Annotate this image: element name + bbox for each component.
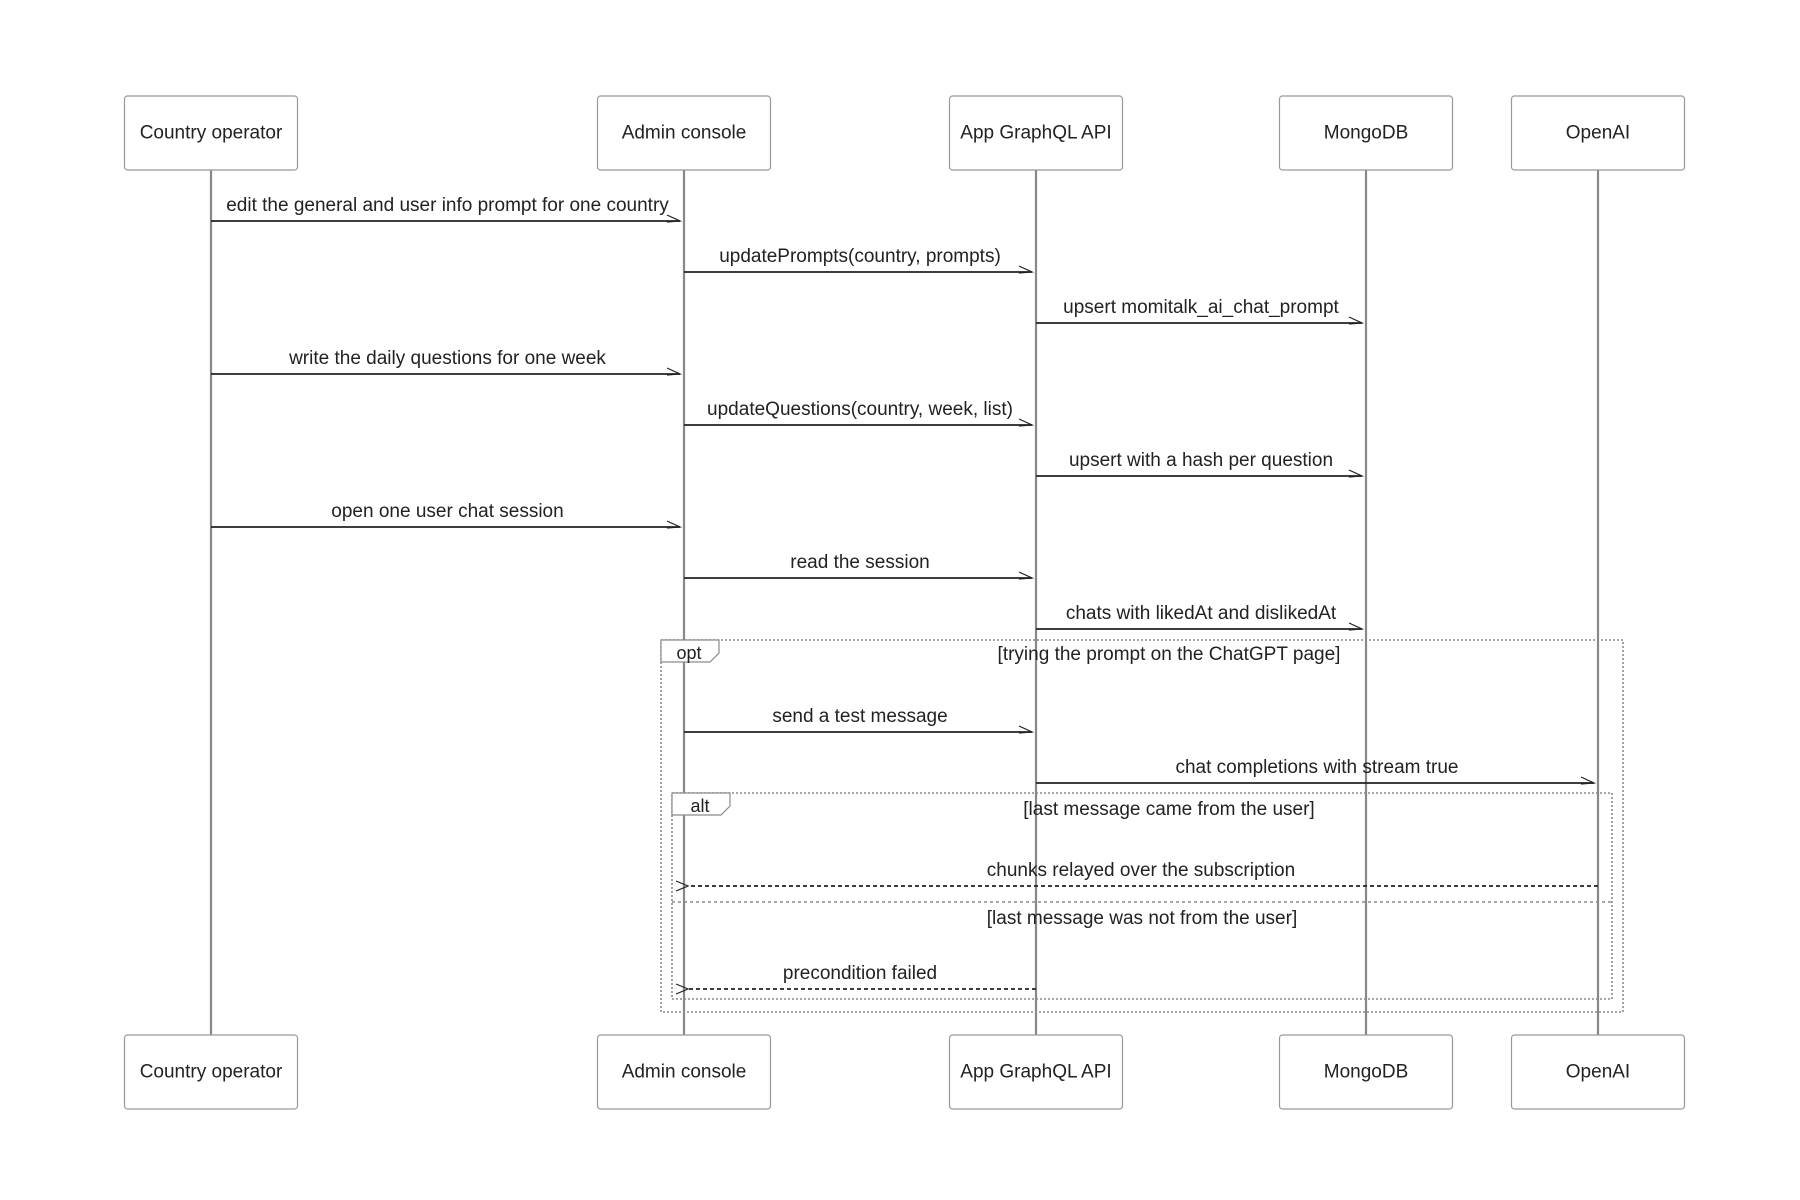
message-arrowhead-7 xyxy=(666,520,683,529)
message-label-12: chunks relayed over the subscription xyxy=(987,860,1295,881)
participant-box-openai-bottom xyxy=(1510,1034,1686,1110)
message-label-6: upsert with a hash per question xyxy=(1069,450,1333,471)
message-label-5: updateQuestions(country, week, list) xyxy=(707,399,1013,420)
opt-fragment-guard: [trying the prompt on the ChatGPT page] xyxy=(998,644,1341,665)
message-arrowhead-3 xyxy=(1348,316,1365,325)
message-label-7: open one user chat session xyxy=(331,501,563,522)
message-label-4: write the daily questions for one week xyxy=(288,348,606,369)
participant-box-mongo-bottom xyxy=(1278,1034,1454,1110)
message-label-3: upsert momitalk_ai_chat_prompt xyxy=(1063,297,1339,318)
participant-box-operator-bottom xyxy=(123,1034,299,1110)
participant-label-admin-top: Admin console xyxy=(622,123,747,144)
message-label-13: precondition failed xyxy=(783,963,937,984)
opt-fragment-frame xyxy=(660,639,1624,1013)
participant-box-api-bottom xyxy=(948,1034,1124,1110)
participant-label-mongo-bottom: MongoDB xyxy=(1324,1062,1409,1083)
participant-label-openai-top: OpenAI xyxy=(1566,123,1630,144)
message-label-2: updatePrompts(country, prompts) xyxy=(719,246,1001,267)
message-label-9: chats with likedAt and dislikedAt xyxy=(1066,603,1337,624)
participant-label-openai-bottom: OpenAI xyxy=(1566,1062,1630,1083)
message-arrowhead-11 xyxy=(1580,776,1597,785)
participant-label-operator-top: Country operator xyxy=(140,123,283,144)
participant-box-admin-bottom xyxy=(596,1034,772,1110)
message-arrowhead-12 xyxy=(675,880,690,892)
message-arrowhead-9 xyxy=(1348,622,1365,631)
message-arrowhead-13 xyxy=(675,983,690,995)
message-label-10: send a test message xyxy=(772,706,947,727)
participant-label-api-bottom: App GraphQL API xyxy=(960,1062,1111,1083)
message-label-11: chat completions with stream true xyxy=(1175,757,1458,778)
message-arrowhead-6 xyxy=(1348,469,1365,478)
opt-fragment-tab xyxy=(660,639,720,663)
alt-fragment-tab xyxy=(671,792,731,816)
participant-label-mongo-top: MongoDB xyxy=(1324,123,1409,144)
participant-box-openai-top xyxy=(1510,95,1686,171)
participant-box-api-top xyxy=(948,95,1124,171)
message-arrowhead-4 xyxy=(666,367,683,376)
message-label-8: read the session xyxy=(790,552,929,573)
participant-box-mongo-top xyxy=(1278,95,1454,171)
message-arrowhead-2 xyxy=(1018,265,1035,274)
participant-label-operator-bottom: Country operator xyxy=(140,1062,283,1083)
participant-box-operator-top xyxy=(123,95,299,171)
opt-fragment-tag: opt xyxy=(676,643,701,663)
participant-label-api-top: App GraphQL API xyxy=(960,123,1111,144)
message-arrowhead-8 xyxy=(1018,571,1035,580)
participant-box-admin-top xyxy=(596,95,772,171)
message-label-1: edit the general and user info prompt fo… xyxy=(226,195,669,216)
message-arrowhead-5 xyxy=(1018,418,1035,427)
participant-label-admin-bottom: Admin console xyxy=(622,1062,747,1083)
alt-fragment-tag: alt xyxy=(690,796,709,816)
alt-fragment-frame xyxy=(671,792,1613,1000)
alt-fragment-else-guard: [last message was not from the user] xyxy=(987,908,1297,929)
alt-fragment-guard: [last message came from the user] xyxy=(1023,799,1314,820)
message-arrowhead-1 xyxy=(666,214,683,223)
message-arrowhead-10 xyxy=(1018,725,1035,734)
